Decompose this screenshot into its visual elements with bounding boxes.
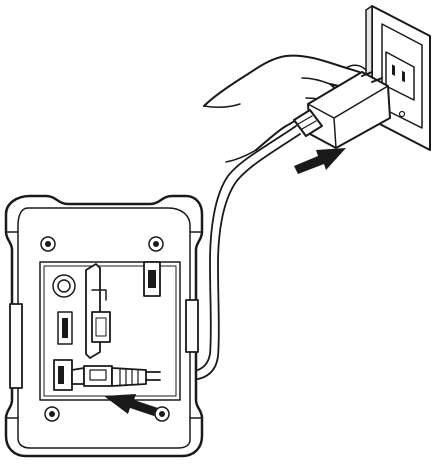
- insert-arrow-icon: [294, 148, 346, 174]
- device-back-panel-icon: [4, 194, 204, 458]
- usb-port-icon: [57, 311, 73, 345]
- power-cable-icon: [159, 125, 301, 381]
- power-switch-icon: [143, 261, 161, 297]
- audio-jack-icon: [52, 274, 76, 298]
- insert-arrow-icon: [104, 394, 158, 416]
- dc-input-socket-icon: [53, 359, 73, 391]
- dc-plug-icon: [71, 365, 161, 387]
- screw-icon: [148, 236, 164, 252]
- screw-icon: [44, 406, 60, 422]
- ac-adapter-icon: [293, 71, 391, 149]
- wall-outlet-icon: [365, 5, 431, 151]
- screw-icon: [40, 236, 56, 252]
- cable-hook-icon: [85, 263, 111, 359]
